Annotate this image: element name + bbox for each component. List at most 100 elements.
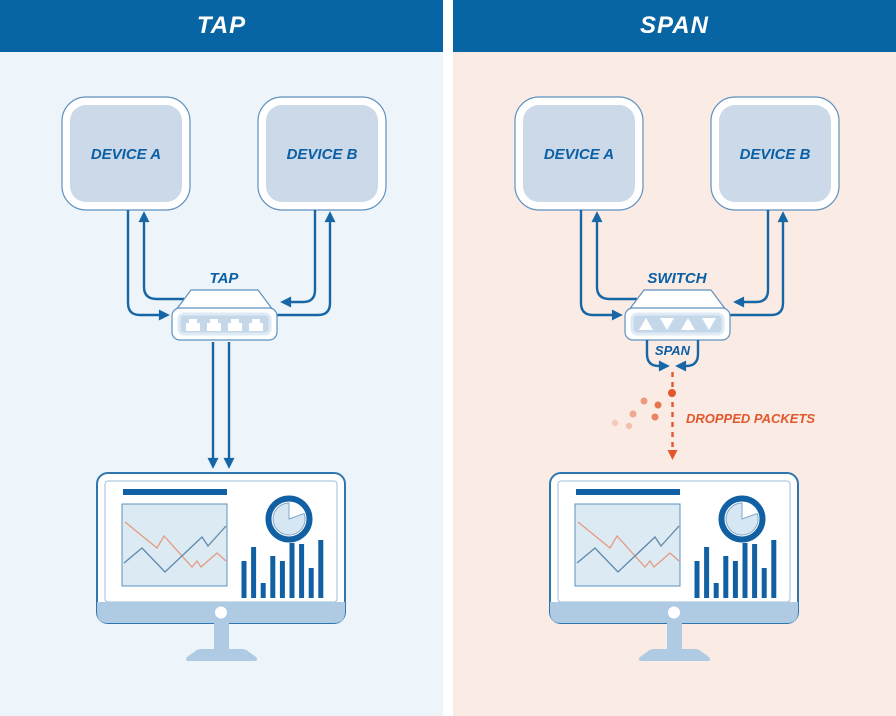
arrow-tap-to-device-a bbox=[138, 211, 184, 301]
bar bbox=[270, 556, 276, 598]
monitor bbox=[549, 472, 799, 661]
down-triangle-icon bbox=[702, 318, 716, 330]
bar bbox=[299, 544, 305, 598]
device-b-fill bbox=[719, 105, 831, 202]
span-bracket-left-arrow bbox=[645, 340, 670, 372]
monitor-stand-base bbox=[638, 649, 711, 661]
dropped-packet-dot bbox=[640, 397, 648, 405]
port-icon bbox=[207, 319, 221, 331]
span-bracket-right-arrow bbox=[675, 340, 700, 372]
line-series-blue bbox=[576, 525, 680, 573]
device-b-label: DEVICE B bbox=[740, 146, 811, 163]
monitor bbox=[96, 472, 346, 661]
switch-device-label: SWITCH bbox=[647, 270, 707, 287]
dropped-packets-label: DROPPED PACKETS bbox=[686, 411, 815, 426]
device-b-label: DEVICE B bbox=[287, 146, 358, 163]
up-triangle-icon bbox=[681, 318, 695, 330]
pie-slice bbox=[725, 502, 759, 536]
span-panel-title: SPAN bbox=[640, 12, 709, 39]
bar bbox=[742, 543, 748, 598]
switch-device-top bbox=[628, 289, 727, 311]
bar bbox=[752, 544, 758, 598]
screen-titlebar bbox=[123, 489, 227, 495]
line-chart bbox=[121, 503, 228, 587]
pie-chart bbox=[265, 495, 313, 543]
arrow-switch-to-device-b bbox=[730, 211, 789, 317]
tap-diagram: DEVICE A DEVICE B TAP bbox=[61, 96, 387, 661]
tap-device-label: TAP bbox=[210, 270, 240, 287]
tap-panel-header: TAP bbox=[0, 0, 443, 52]
line-series-blue bbox=[123, 525, 227, 573]
span-panel: SPAN DEVICE A DEVICE B SWITCH bbox=[453, 0, 896, 716]
device-a-node: DEVICE A bbox=[61, 96, 191, 211]
dropped-packets: DROPPED PACKETS bbox=[611, 372, 815, 460]
tap-device-top bbox=[175, 289, 274, 311]
arrow-tap-to-device-b bbox=[277, 211, 336, 317]
arrow-device-b-to-switch bbox=[733, 210, 770, 308]
dropped-packet-dot bbox=[625, 422, 633, 430]
device-a-node: DEVICE A bbox=[514, 96, 644, 211]
tap-panel-title: TAP bbox=[196, 12, 247, 39]
port-icon bbox=[228, 319, 242, 331]
bar bbox=[732, 561, 738, 598]
span-port-bracket: SPAN bbox=[645, 340, 700, 372]
screen-titlebar bbox=[576, 489, 680, 495]
bar bbox=[289, 543, 295, 598]
span-panel-header: SPAN bbox=[453, 0, 896, 52]
line-series-orange bbox=[577, 521, 680, 568]
switch-device: SWITCH bbox=[624, 270, 731, 341]
port-icon bbox=[249, 319, 263, 331]
monitor-stand-neck bbox=[214, 623, 229, 649]
device-a-fill bbox=[523, 105, 635, 202]
dropped-dots bbox=[611, 389, 676, 430]
bar bbox=[308, 568, 314, 598]
dropped-packet-dot bbox=[654, 401, 662, 409]
dropped-packet-dot bbox=[611, 419, 619, 427]
tap-panel: TAP DEVICE A DEVICE B bbox=[0, 0, 443, 716]
port-icon bbox=[186, 319, 200, 331]
bar bbox=[694, 561, 700, 598]
bar bbox=[723, 556, 729, 598]
monitor-stand-neck bbox=[667, 623, 682, 649]
bar bbox=[761, 568, 767, 598]
dropped-packet-dot bbox=[629, 410, 637, 418]
up-triangle-icon bbox=[639, 318, 653, 330]
line-series-orange bbox=[124, 521, 227, 568]
device-b-node: DEVICE B bbox=[710, 96, 840, 211]
bar-chart bbox=[694, 540, 777, 598]
arrow-device-a-to-switch bbox=[579, 210, 623, 321]
switch-device-faceplate bbox=[630, 312, 725, 336]
monitor-button-icon bbox=[215, 606, 227, 619]
bar bbox=[318, 540, 324, 598]
bar bbox=[704, 547, 710, 598]
line-chart-box bbox=[121, 503, 228, 587]
span-diagram: DEVICE A DEVICE B SWITCH SPAN bbox=[514, 96, 840, 661]
dropped-packet-dot bbox=[651, 413, 659, 421]
line-chart bbox=[574, 503, 681, 587]
device-b-fill bbox=[266, 105, 378, 202]
bar bbox=[713, 583, 719, 598]
bar bbox=[241, 561, 247, 598]
arrow-device-b-to-tap bbox=[280, 210, 317, 308]
device-a-fill bbox=[70, 105, 182, 202]
pie-chart bbox=[718, 495, 766, 543]
bar bbox=[771, 540, 777, 598]
arrow-device-a-to-tap bbox=[126, 210, 170, 321]
line-chart-box bbox=[574, 503, 681, 587]
monitor-button-icon bbox=[668, 606, 680, 619]
device-a-label: DEVICE A bbox=[544, 146, 614, 163]
pie-slice bbox=[272, 502, 306, 536]
dropped-packet-dot bbox=[668, 389, 676, 397]
device-b-node: DEVICE B bbox=[257, 96, 387, 211]
arrow-switch-to-device-a bbox=[591, 211, 637, 301]
device-a-label: DEVICE A bbox=[91, 146, 161, 163]
span-port-label: SPAN bbox=[655, 343, 691, 358]
tap-device-faceplate bbox=[177, 312, 272, 336]
bar bbox=[251, 547, 257, 598]
tap-device: TAP bbox=[171, 270, 278, 341]
bar bbox=[260, 583, 266, 598]
bar bbox=[279, 561, 285, 598]
monitor-stand-base bbox=[185, 649, 258, 661]
down-triangle-icon bbox=[660, 318, 674, 330]
bar-chart bbox=[241, 540, 324, 598]
